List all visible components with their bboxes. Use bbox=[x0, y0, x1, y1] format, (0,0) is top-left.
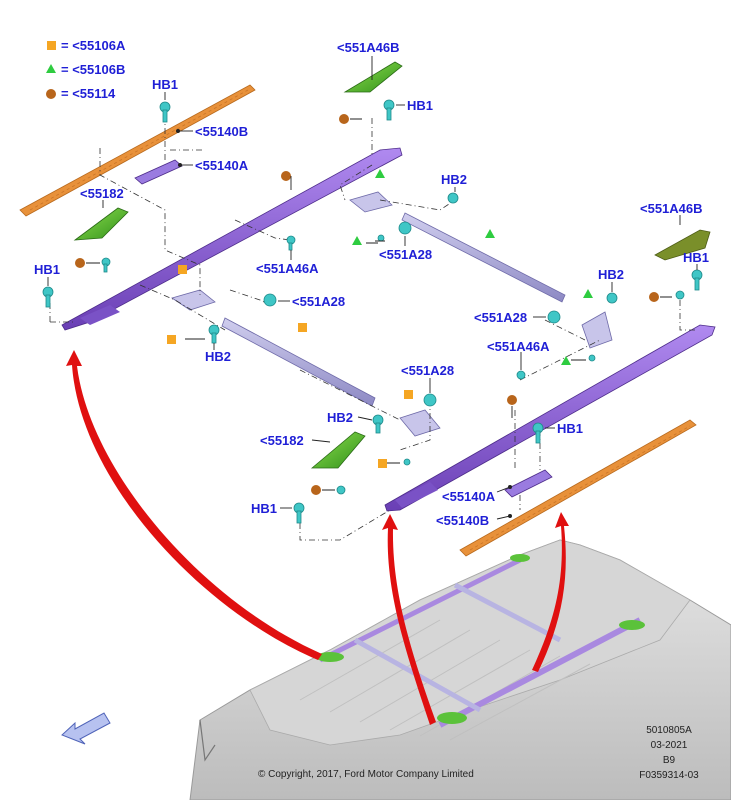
car-roof-rail-left bbox=[318, 557, 522, 663]
side-rail-left bbox=[61, 147, 403, 331]
cross-bar-rear bbox=[349, 191, 613, 349]
fastener-circle-small bbox=[336, 485, 346, 495]
legend-square-icon bbox=[47, 41, 56, 50]
trim-strip-left bbox=[19, 84, 256, 217]
fastener-right-small bbox=[675, 290, 685, 300]
callout-551A28-d: <551A28 bbox=[401, 363, 454, 378]
side-rail-right bbox=[384, 324, 716, 512]
legend-label-55106A: = <55106A bbox=[61, 38, 126, 53]
callout-hb2-b: HB2 bbox=[205, 349, 231, 364]
fastener-tri-small-a bbox=[377, 234, 385, 242]
legend: = <55106A = <55106B = <55114 bbox=[46, 38, 126, 101]
vehicle-roof-illustration bbox=[189, 539, 731, 800]
legend-triangle-icon bbox=[46, 64, 56, 73]
triangle-marker-icon bbox=[352, 236, 362, 245]
callout-hb2-d: HB2 bbox=[327, 410, 353, 425]
legend-circle-icon bbox=[46, 89, 56, 99]
circle-marker-icon bbox=[75, 258, 85, 268]
reference-code: B9 bbox=[662, 755, 676, 766]
end-cap-551A46B-top bbox=[343, 61, 403, 93]
fastener-hb2-top bbox=[447, 192, 459, 204]
installation-arrows bbox=[66, 350, 569, 725]
callout-55182-b: <55182 bbox=[260, 433, 304, 448]
fastener-hb2-a bbox=[208, 324, 220, 344]
fastener-551A28-c bbox=[547, 310, 561, 324]
reference-date: 03-2021 bbox=[650, 740, 688, 751]
callout-hb1-f: HB1 bbox=[251, 501, 277, 516]
callout-55140B-b: <55140B bbox=[436, 513, 489, 528]
square-marker-icon bbox=[298, 323, 307, 332]
reference-id: 5010805A bbox=[646, 725, 692, 736]
red-arrow-right bbox=[532, 512, 569, 672]
triangle-marker-icon bbox=[485, 229, 495, 238]
callout-551A46A-b: <551A46A bbox=[487, 339, 550, 354]
fastener-551A28-b bbox=[398, 221, 412, 235]
reference-block: 5010805A 03-2021 B9 F0359314-03 bbox=[629, 723, 709, 783]
triangle-marker-icon bbox=[561, 356, 571, 365]
part-markers bbox=[75, 114, 672, 495]
circle-marker-icon bbox=[507, 395, 517, 405]
end-cap-55182-right bbox=[310, 431, 366, 469]
callout-hb2-c: HB2 bbox=[598, 267, 624, 282]
callout-551A28-c: <551A28 bbox=[474, 310, 527, 325]
fastener-hb1-bottom bbox=[293, 502, 305, 524]
fasteners bbox=[42, 99, 703, 524]
callout-hb1-b: HB1 bbox=[407, 98, 433, 113]
fastener-tri-small-b bbox=[588, 354, 596, 362]
square-marker-icon bbox=[178, 265, 187, 274]
triangle-marker-icon bbox=[583, 289, 593, 298]
fastener-hb1-right bbox=[691, 269, 703, 291]
fastener-left-small bbox=[101, 257, 111, 273]
callout-551A46A-a: <551A46A bbox=[256, 261, 319, 276]
callouts: <551A46B HB1 <55140B <55140A HB1 <55182 … bbox=[34, 40, 709, 528]
callout-55140A-b: <55140A bbox=[442, 489, 496, 504]
fastener-hb2-right bbox=[606, 292, 618, 304]
fastener-sq-small bbox=[403, 458, 411, 466]
callout-hb1-a: HB1 bbox=[152, 77, 178, 92]
fastener-hb1-left bbox=[42, 286, 54, 308]
square-marker-icon bbox=[167, 335, 176, 344]
triangle-marker-icon bbox=[375, 169, 385, 178]
callout-55140A-a: <55140A bbox=[195, 158, 249, 173]
copyright-notice: © Copyright, 2017, Ford Motor Company Li… bbox=[258, 769, 474, 780]
fastener-551A28-a bbox=[263, 293, 277, 307]
legend-label-55106B: = <55106B bbox=[61, 62, 125, 77]
circle-marker-icon bbox=[311, 485, 321, 495]
front-direction-arrow-icon bbox=[61, 712, 111, 745]
circle-marker-icon bbox=[649, 292, 659, 302]
callout-hb1-e: HB1 bbox=[557, 421, 583, 436]
fastener-551A46A-left bbox=[286, 235, 296, 251]
figure-number: F0359314-03 bbox=[639, 770, 699, 781]
circle-marker-icon bbox=[281, 171, 291, 181]
legend-label-55114: = <55114 bbox=[61, 86, 116, 101]
square-marker-icon bbox=[378, 459, 387, 468]
bracket-55140A-right bbox=[504, 469, 553, 498]
callout-hb2-a: HB2 bbox=[441, 172, 467, 187]
fastener-hb2-mid bbox=[372, 414, 384, 434]
fastener-hb1-right-mid bbox=[532, 422, 544, 444]
red-arrow-left bbox=[66, 350, 322, 660]
square-marker-icon bbox=[404, 390, 413, 399]
circle-marker-icon bbox=[339, 114, 349, 124]
car-cross-bar-rear bbox=[453, 582, 562, 643]
callout-551A28-b: <551A28 bbox=[379, 247, 432, 262]
fastener-551A28-d bbox=[423, 393, 437, 407]
callout-551A28-a: <551A28 bbox=[292, 294, 345, 309]
bracket-55140A-left bbox=[134, 159, 183, 185]
end-cap-55182-left bbox=[73, 207, 129, 241]
fastener-hb1-top-mid bbox=[383, 99, 395, 121]
trim-strip-right bbox=[459, 419, 697, 557]
fastener-hb1-top-left bbox=[159, 101, 171, 123]
callout-hb1-c: HB1 bbox=[34, 262, 60, 277]
callout-55182-a: <55182 bbox=[80, 186, 124, 201]
callout-55140B-a: <55140B bbox=[195, 124, 248, 139]
callout-hb1-d: HB1 bbox=[683, 250, 709, 265]
end-cap-551A46B-right bbox=[654, 229, 711, 261]
callout-551A46B-right: <551A46B bbox=[640, 201, 703, 216]
fastener-551A46A-right bbox=[516, 370, 526, 380]
callout-551A46B-top: <551A46B bbox=[337, 40, 400, 55]
